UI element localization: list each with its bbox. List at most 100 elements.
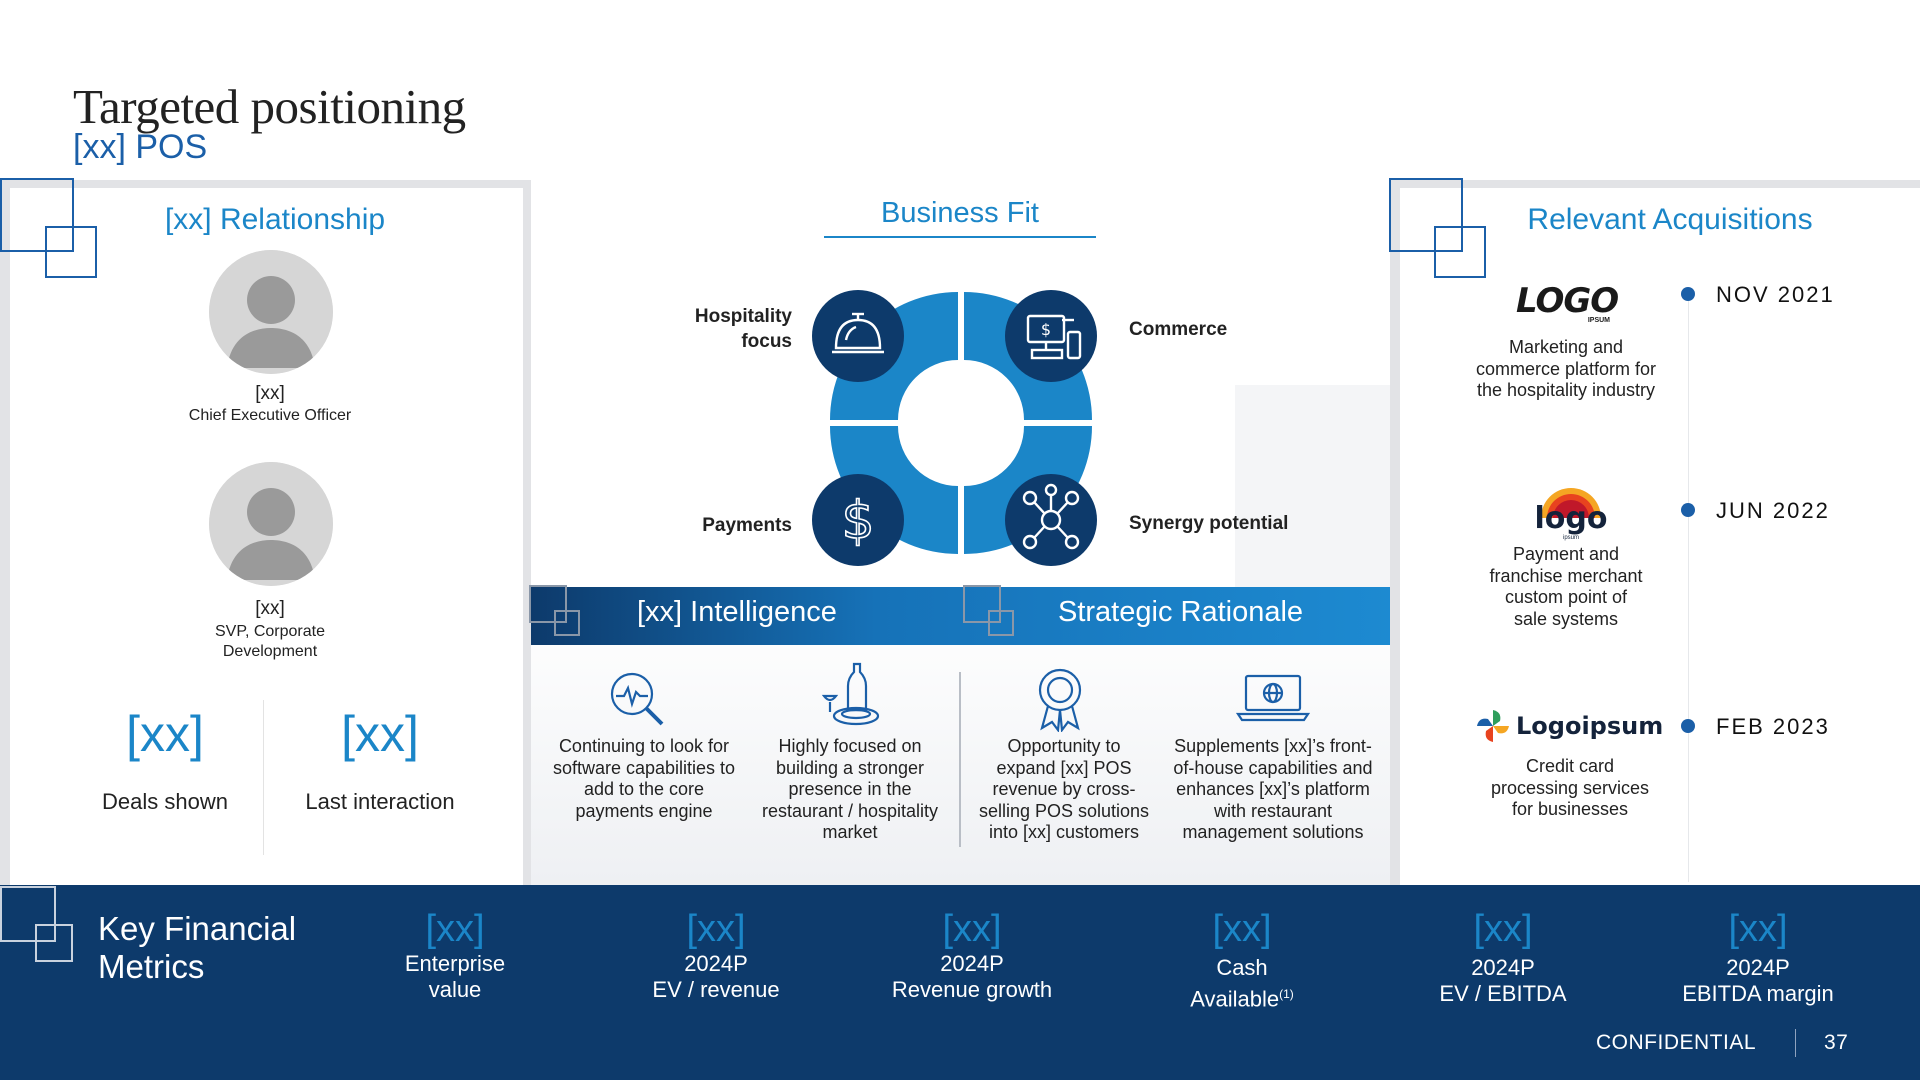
metric-enterprise-value: [xx] Enterprise value — [345, 908, 565, 1003]
column-line: with restaurant — [1213, 800, 1333, 821]
column-line: presence in the — [788, 779, 912, 799]
acquisition-date: JUN 2022 — [1716, 498, 1830, 523]
deals-shown-label: Deals shown — [102, 789, 228, 814]
last-interaction-label: Last interaction — [305, 789, 455, 814]
acquisition-logo: logo ipsum — [1533, 486, 1609, 542]
column-line: building a stronger — [775, 757, 925, 778]
column-line: of-house capabilities and — [1173, 757, 1373, 778]
decor-square-icon — [1389, 178, 1463, 252]
rationale-column: Supplements [xx]’s front- of-house capab… — [1160, 736, 1386, 844]
business-fit-heading: Business Fit — [881, 197, 1039, 229]
heading-underline — [824, 236, 1096, 238]
description-line: the hospitality industry — [1476, 380, 1656, 400]
logo-subtext: IPSUM — [1587, 317, 1610, 324]
rationale-column: Opportunity to expand [xx] POS revenue b… — [960, 736, 1168, 844]
person-role-line: Development — [222, 643, 318, 660]
description-line: custom point of — [1504, 587, 1628, 607]
column-line: revenue by cross- — [992, 779, 1136, 799]
metric-value: [xx] — [942, 908, 1002, 950]
decor-square-icon — [529, 585, 567, 623]
person-role: SVP, Corporate Development — [150, 622, 390, 662]
logo-text: logo — [1534, 501, 1608, 536]
business-fit-ring: $ $ — [812, 290, 1097, 566]
person-name: [xx] — [255, 598, 285, 619]
metric-value: [xx] — [1728, 908, 1788, 950]
decor-square-icon — [35, 924, 73, 962]
column-line: restaurant / hospitality — [761, 800, 939, 821]
acquisition-logo: Logoipsum — [1476, 706, 1663, 746]
metric-label: EV / revenue — [652, 977, 780, 1002]
metric-cash-available: [xx] Cash Available(1) — [1132, 908, 1352, 1012]
intelligence-column: Continuing to look for software capabili… — [540, 736, 748, 822]
award-ribbon-icon — [1038, 668, 1082, 732]
relationship-heading: [xx] Relationship — [164, 203, 386, 236]
person-name: [xx] — [255, 383, 285, 404]
description-line: Payment and — [1512, 544, 1620, 564]
description-line: commerce platform for — [1475, 358, 1657, 379]
decor-square-icon — [554, 610, 580, 636]
logo-subtext: ipsum — [1562, 535, 1579, 541]
metric-label: 2024P — [684, 951, 748, 976]
timeline-dot — [1681, 287, 1695, 301]
metric-label: 2024P — [1471, 955, 1535, 980]
service-bell-icon — [832, 312, 884, 354]
laptop-globe-icon — [1236, 674, 1310, 722]
metric-value: [xx] — [425, 908, 485, 950]
column-line: software capabilities to — [552, 757, 736, 778]
timeline-dot — [1681, 719, 1695, 733]
metric-ev-ebitda: [xx] 2024P EV / EBITDA — [1393, 908, 1613, 1007]
svg-text:$: $ — [1041, 320, 1051, 339]
strategic-rationale-heading: Strategic Rationale — [1058, 596, 1304, 628]
metric-label: Enterprise — [404, 951, 506, 976]
network-icon — [1022, 483, 1080, 550]
metric-ebitda-margin: [xx] 2024P EBITDA margin — [1648, 908, 1868, 1007]
logo-sunburst-icon — [1541, 488, 1601, 518]
metric-label: EV / EBITDA — [1439, 981, 1567, 1006]
checkout-register-icon: $ — [1026, 314, 1082, 360]
hospitality-circle — [812, 290, 904, 382]
ring-quadrant-payments — [830, 426, 958, 554]
decor-square-icon — [45, 226, 97, 278]
intelligence-column: Highly focused on building a stronger pr… — [748, 736, 952, 844]
financial-metrics-bar — [0, 885, 1920, 1080]
description-line: for businesses — [1511, 799, 1629, 819]
label-line: focus — [741, 331, 792, 352]
background-shade — [1235, 385, 1393, 587]
acquisition-description: Payment and franchise merchant custom po… — [1460, 544, 1672, 630]
logo-text: LOGO — [1516, 281, 1619, 321]
person-role-line: SVP, Corporate — [215, 623, 325, 640]
decor-square-icon — [0, 178, 74, 252]
synergy-label: Synergy potential — [1129, 513, 1289, 534]
hospitality-label: Hospitality focus — [640, 304, 792, 354]
stat-divider — [263, 700, 264, 855]
column-line: payments engine — [575, 800, 713, 821]
metric-label: Available(1) — [1132, 981, 1352, 1012]
column-line: selling POS solutions — [978, 800, 1150, 821]
timeline-line — [1688, 290, 1689, 882]
page-number: 37 — [1824, 1031, 1849, 1054]
logo-text: Logoipsum — [1516, 712, 1664, 740]
column-line: into [xx] customers — [988, 822, 1140, 842]
column-line: add to the core — [583, 779, 705, 799]
column-line: Highly focused on — [778, 736, 922, 756]
column-line: management solutions — [1182, 822, 1364, 842]
acquisition-logo: LOGO IPSUM — [1516, 281, 1619, 328]
logo-pinwheel-icon — [1477, 710, 1509, 742]
payments-circle — [812, 474, 904, 566]
decor-square-icon — [1434, 226, 1486, 278]
column-line: Opportunity to — [1007, 736, 1121, 756]
footnote-marker: (1) — [1279, 987, 1294, 1001]
footer-divider — [1795, 1029, 1796, 1057]
decor-square-icon — [988, 610, 1014, 636]
label-line: Hospitality — [694, 306, 792, 327]
metric-label: Cash — [1216, 955, 1268, 980]
acquisition-date: NOV 2021 — [1716, 282, 1835, 307]
financial-metrics-heading: Key Financial Metrics — [98, 910, 296, 986]
avatar — [209, 250, 333, 374]
decor-square-icon — [0, 886, 56, 942]
acquisition-description: Marketing and commerce platform for the … — [1460, 337, 1672, 402]
heading-line: Key Financial — [98, 910, 297, 947]
metric-revenue-growth: [xx] 2024P Revenue growth — [862, 908, 1082, 1003]
deals-shown-value: [xx] — [126, 706, 204, 762]
column-divider — [959, 672, 961, 847]
